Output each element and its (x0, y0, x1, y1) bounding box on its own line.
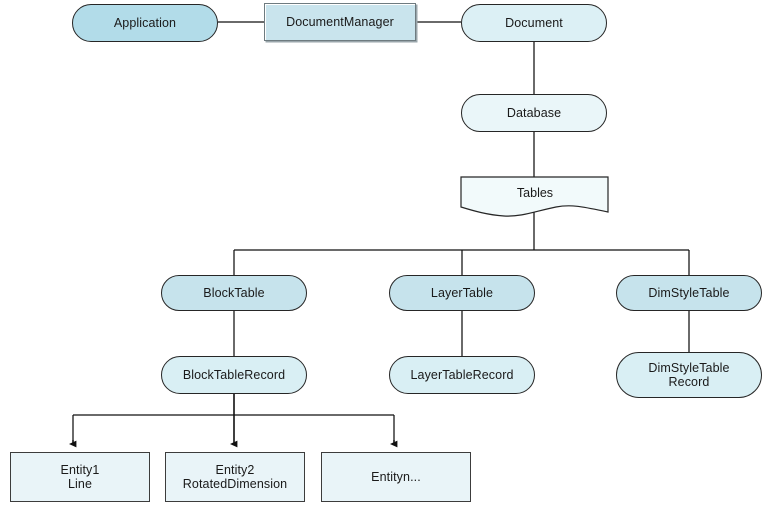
node-entity1[interactable]: Entity1 Line (10, 452, 150, 502)
node-block-table[interactable]: BlockTable (161, 275, 307, 311)
node-layer-table[interactable]: LayerTable (389, 275, 535, 311)
node-application[interactable]: Application (72, 4, 218, 42)
node-entityn-label: Entityn... (371, 470, 421, 484)
node-dim-style-table-label: DimStyleTable (648, 286, 730, 300)
node-document[interactable]: Document (461, 4, 607, 42)
node-document-manager[interactable]: DocumentManager (264, 3, 416, 41)
node-entity2-label: Entity2 RotatedDimension (182, 463, 288, 491)
node-tables: Tables (460, 186, 610, 200)
node-layer-table-record[interactable]: LayerTableRecord (389, 356, 535, 394)
node-database[interactable]: Database (461, 94, 607, 132)
node-application-label: Application (113, 16, 177, 30)
node-document-label: Document (505, 16, 563, 30)
node-block-table-record-label: BlockTableRecord (182, 368, 286, 382)
tables-wave-shape (460, 176, 609, 217)
node-layer-table-record-label: LayerTableRecord (410, 368, 514, 382)
node-entity2[interactable]: Entity2 RotatedDimension (165, 452, 305, 502)
node-tables-label: Tables (516, 186, 554, 200)
node-dim-style-table-record-label: DimStyleTable Record (648, 361, 730, 389)
node-dim-style-table-record[interactable]: DimStyleTable Record (616, 352, 762, 398)
node-entityn[interactable]: Entityn... (321, 452, 471, 502)
node-database-label: Database (506, 106, 562, 120)
node-entity1-label: Entity1 Line (60, 463, 100, 491)
node-document-manager-label: DocumentManager (286, 15, 394, 29)
node-dim-style-table[interactable]: DimStyleTable (616, 275, 762, 311)
node-layer-table-label: LayerTable (430, 286, 494, 300)
node-block-table-record[interactable]: BlockTableRecord (161, 356, 307, 394)
node-block-table-label: BlockTable (203, 286, 265, 300)
